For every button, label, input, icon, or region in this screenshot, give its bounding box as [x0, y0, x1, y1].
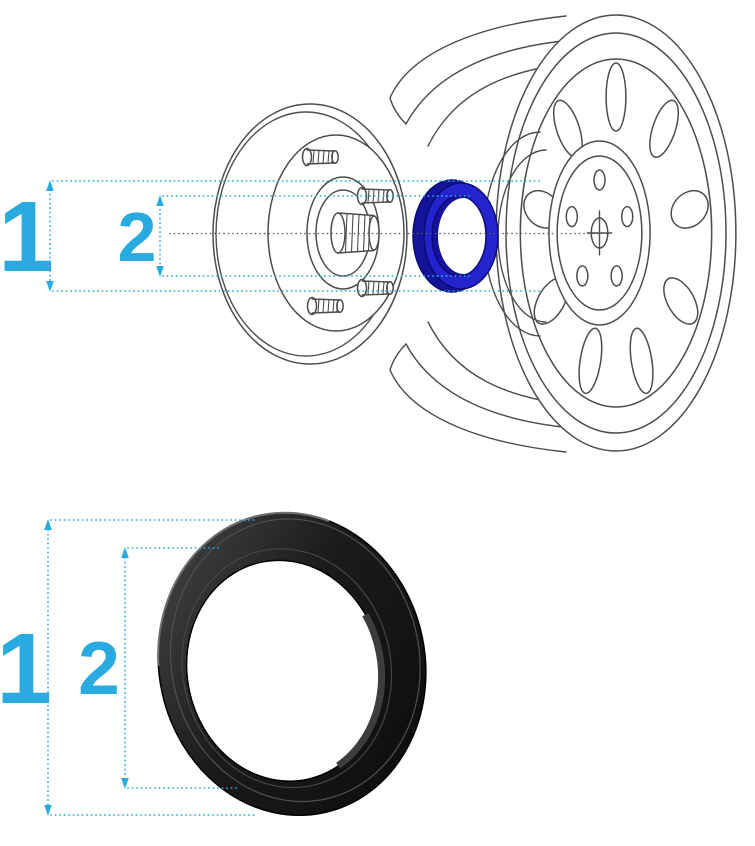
stud-base: [306, 296, 318, 316]
wheel-stud: [306, 296, 344, 316]
dimension-2-bottom: 2: [78, 547, 241, 789]
rim-barrel-edge: [405, 39, 573, 125]
rim-lug-hole: [622, 207, 633, 227]
dim2-arrow-down: [156, 266, 164, 277]
stud-base: [301, 147, 313, 167]
spindle-thread-hatch: [344, 213, 371, 253]
ring-face-inner-edge: [181, 548, 393, 789]
stud-outline: [311, 298, 341, 314]
wheel-stud: [301, 147, 339, 167]
rim-barrel-edge: [389, 97, 407, 125]
ring-bore-wall-sheen: [336, 612, 386, 769]
stud-outline: [306, 149, 336, 165]
dimension-1-bottom: 1: [0, 519, 259, 816]
hub-spindle: [330, 212, 380, 254]
rim-barrel-edge: [389, 369, 567, 453]
stud-thread-hatch: [312, 149, 334, 165]
rim-lug-hole: [577, 266, 588, 286]
dimension-2-top: 2: [118, 195, 473, 277]
rim-center-hub-area: [549, 141, 650, 325]
dim1b-arrow-up: [44, 519, 52, 530]
wheel-stud: [356, 278, 394, 298]
rim-bore-cross: [587, 211, 611, 255]
rim-spoke-window: [660, 268, 702, 333]
hub-centric-ring-photo: [157, 511, 427, 816]
hub-centric-ring-highlight: [412, 179, 499, 293]
ring-outer-chamfer-line: [169, 518, 421, 803]
stud-outline: [361, 188, 391, 204]
dim1-arrow-up: [46, 180, 54, 191]
rim-spoke-window: [670, 186, 710, 233]
blue-ring-bore-opening: [438, 198, 490, 274]
rim-barrel-edge: [389, 15, 567, 99]
dim1-label: 1: [0, 181, 54, 293]
rim-lug-hole: [594, 170, 605, 190]
rim-lug-hole: [611, 266, 622, 286]
rim-spoke-window: [644, 91, 683, 166]
stud-base: [356, 278, 368, 298]
wheel-rim-face: [496, 15, 736, 451]
stud-thread-hatch: [367, 280, 389, 296]
rim-lug-hole: [566, 207, 577, 227]
dim2-label: 2: [118, 198, 157, 276]
physical-ring-diagram: 1 2: [0, 511, 427, 816]
rim-spoke-window: [606, 63, 626, 131]
rim-spoke-window: [626, 323, 657, 399]
dimension-1-top: 1: [0, 180, 544, 293]
ring-top-highlight: [157, 511, 330, 666]
dim2b-arrow-down: [121, 778, 129, 789]
dim1b-label: 1: [0, 613, 52, 725]
exploded-assembly-diagram: 1 2: [0, 15, 736, 453]
rim-barrel-edge: [405, 343, 573, 429]
rim-barrel-edge: [389, 343, 407, 371]
blue-ring-front-face: [423, 182, 499, 290]
stud-outline: [361, 280, 391, 296]
dim1b-arrow-down: [44, 805, 52, 816]
dim2b-arrow-up: [121, 547, 129, 558]
dim1-arrow-down: [46, 281, 54, 292]
spindle-base: [330, 212, 346, 254]
rim-spoke-window: [575, 323, 606, 399]
dim2b-label: 2: [78, 626, 120, 710]
dim2-arrow-up: [156, 195, 164, 206]
stud-thread-hatch: [317, 298, 339, 314]
